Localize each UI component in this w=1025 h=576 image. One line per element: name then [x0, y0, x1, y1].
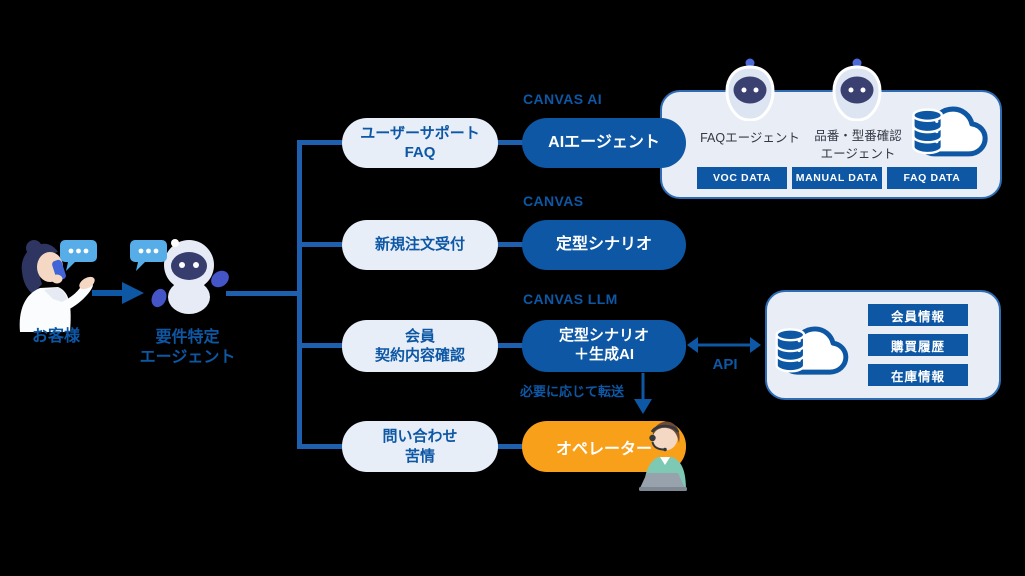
- speech-bubble-icon: [130, 240, 167, 271]
- data-chip-manual: MANUAL DATA: [792, 167, 882, 189]
- system-label-canvas-llm: CANVAS LLM: [523, 291, 618, 307]
- flow-line-branch-4: [297, 444, 342, 449]
- faq-agent-robot-icon: [725, 58, 775, 121]
- arrow-down-icon: [634, 373, 652, 414]
- faq-agent-label: FAQエージェント: [700, 130, 800, 145]
- request-box-user-support: ユーザーサポート FAQ: [342, 118, 498, 168]
- flow-connector-1: [497, 140, 524, 145]
- flow-connector-2: [497, 242, 524, 247]
- speech-bubble-icon: [60, 240, 97, 271]
- info-chip-member: 会員情報: [868, 304, 968, 326]
- flow-line-trunk: [297, 140, 302, 449]
- data-chip-faq: FAQ DATA: [887, 167, 977, 189]
- database-cloud-icon: [912, 106, 988, 157]
- flow-line-branch-3: [297, 343, 342, 348]
- request-box-inquiry-complaint: 問い合わせ 苦情: [342, 421, 498, 472]
- database-cloud-icon: [775, 326, 849, 375]
- system-label-canvas-ai: CANVAS AI: [523, 91, 603, 107]
- flow-line-branch-2: [297, 242, 342, 247]
- intake-agent-label: 要件特定 エージェント: [139, 329, 236, 366]
- arrow-right-icon: [92, 282, 144, 304]
- flow-line-root: [226, 291, 302, 296]
- request-box-new-order: 新規注文受付: [342, 220, 498, 270]
- flow-connector-3: [497, 343, 524, 348]
- customer-label: お客様: [31, 328, 80, 345]
- handler-box-scenario: 定型シナリオ: [522, 220, 686, 270]
- api-double-arrow-icon: [687, 337, 761, 353]
- part-number-agent-label: 品番・型番確認 エージェント: [814, 128, 902, 161]
- info-chip-stock: 在庫情報: [868, 364, 968, 386]
- info-chip-purchase-history: 購買履歴: [868, 334, 968, 356]
- handler-box-scenario-genai: 定型シナリオ ＋生成AI: [522, 320, 686, 372]
- request-box-member-contract: 会員 契約内容確認: [342, 320, 498, 372]
- handler-box-ai-agent: AIエージェント: [522, 118, 686, 168]
- transfer-note: 必要に応じて転送: [520, 384, 625, 399]
- api-label: API: [712, 355, 738, 373]
- intake-robot-icon: [151, 239, 229, 314]
- system-label-canvas: CANVAS: [523, 193, 584, 209]
- data-chip-voc: VOC DATA: [697, 167, 787, 189]
- customer-illustration: [19, 240, 95, 332]
- operator-illustration: [639, 421, 687, 491]
- part-number-agent-robot-icon: [832, 58, 882, 121]
- flow-line-branch-1: [297, 140, 342, 145]
- flow-connector-4: [497, 444, 524, 449]
